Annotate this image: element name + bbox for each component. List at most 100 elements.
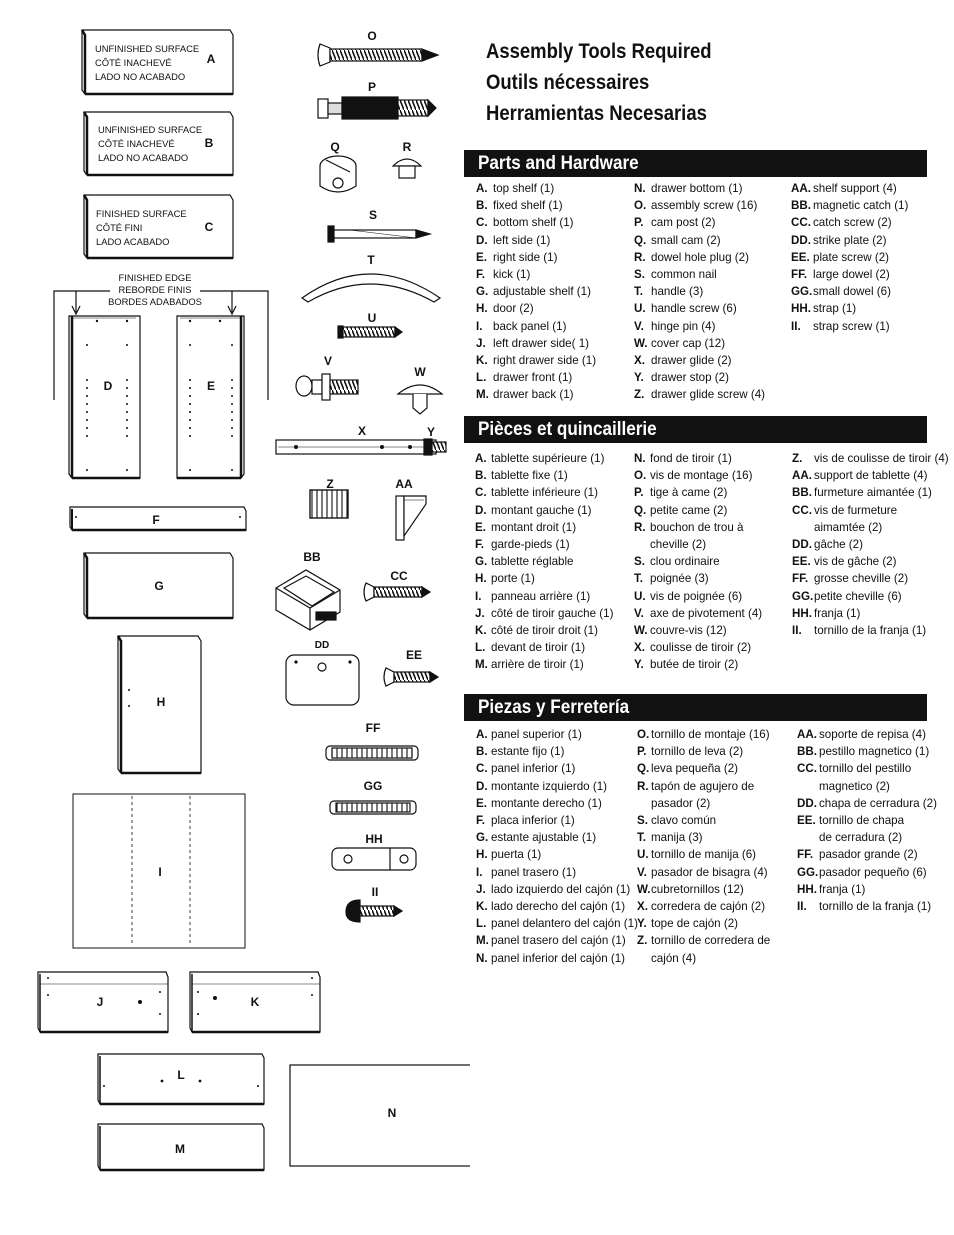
item-description: drawer glide (2) [651,354,732,368]
list-item: L.panel delantero del cajón (1) [476,915,638,932]
item-description: tablette inférieure (1) [491,486,598,500]
item-description: handle (3) [651,285,704,299]
shelf-support-aa-icon [395,495,427,541]
list-item: K.right drawer side (1) [476,352,596,369]
list-item: G.tablette réglable [475,553,613,570]
strap-screw-ii-icon [345,899,404,923]
list-item: DD.strike plate (2) [791,232,908,249]
list-item: N.fond de tiroir (1) [634,450,762,467]
item-description: tornillo de corredera de [651,934,771,948]
item-key: W. [634,624,648,638]
finished-edge-line-1: FINISHED EDGE [119,272,192,283]
list-item: Y.drawer stop (2) [634,369,765,386]
item-key: J. [476,336,486,350]
item-description: right drawer side (1) [493,354,597,368]
list-item: CC.catch screw (2) [791,214,908,231]
list-item: C.panel inferior (1) [476,760,638,777]
label-v: V [324,354,332,368]
item-description: drawer bottom (1) [651,182,743,195]
item-key: EE. [797,814,816,828]
item-key: Z. [634,388,645,402]
item-key: Z. [792,452,803,465]
item-description: porte (1) [491,572,535,586]
item-description: soporte de repisa (4) [819,728,926,741]
item-key: V. [634,606,644,620]
item-description: aimamtée (2) [814,520,883,534]
item-description: pestillo magnetico (1) [819,745,930,759]
panel-b-line-2: CÔTÉ INACHEVÉ [98,138,175,149]
list-item: AA.shelf support (4) [791,180,908,197]
item-key: FF. [797,848,814,862]
item-description: côté de tiroir gauche (1) [491,606,614,620]
item-key: O. [634,469,647,483]
list-item: N.panel inferior del cajón (1) [476,950,638,967]
item-key: AA. [791,182,811,195]
item-key: K. [476,900,488,914]
drawer-stop-y-icon [423,438,447,456]
list-item: M.drawer back (1) [476,386,596,403]
list-item: pasador (2) [637,795,770,812]
item-description: tornillo del pestillo [819,762,912,776]
item-key: O. [634,199,647,213]
list-item: T.handle (3) [634,283,765,300]
item-description: arrière de tiroir (1) [491,658,584,672]
kick-f [69,506,247,532]
item-description: puerta (1) [491,848,542,862]
drawer-bottom-n [289,1064,470,1167]
list-item: U.vis de poignée (6) [634,588,762,605]
finished-edge-line-2: REBORDE FINIS [119,284,192,295]
item-description: estante fijo (1) [491,745,565,759]
list-item: A.top shelf (1) [476,180,596,197]
item-description: fixed shelf (1) [493,199,563,213]
list-item: A.tablette supérieure (1) [475,450,613,467]
item-description: small dowel (6) [813,285,891,299]
label-ff: FF [366,721,381,735]
list-item: aimamtée (2) [792,519,949,536]
label-y: Y [427,425,435,439]
item-description: de cerradura (2) [819,831,903,845]
small-dowel-gg-icon [329,800,417,815]
list-item: II.tornillo de la franja (1) [797,898,937,915]
label-u: U [368,311,377,325]
label-w: W [414,365,426,379]
item-key: O. [637,728,650,741]
item-key: T. [637,831,647,845]
item-description: panneau arrière (1) [491,589,591,603]
item-description: plate screw (2) [813,250,890,264]
label-ii: II [372,885,379,899]
item-description: pasador pequeño (6) [819,865,927,879]
list-item: R.bouchon de trou à [634,519,762,536]
spanish-column-1: A.panel superior (1)B.estante fijo (1)C.… [476,726,638,967]
list-item: H.porte (1) [475,570,613,587]
item-key: R. [637,779,649,793]
list-item: Q.small cam (2) [634,232,765,249]
item-key: D. [475,503,487,517]
list-item: B.estante fijo (1) [476,743,638,760]
item-key: W. [637,882,651,896]
list-item: J.côté de tiroir gauche (1) [475,605,613,622]
list-item: M.panel trasero del cajón (1) [476,932,638,949]
list-item: Z.drawer glide screw (4) [634,386,765,403]
item-description: poignée (3) [650,572,709,586]
panel-b-line-1: UNFINISHED SURFACE [98,124,202,135]
item-key: EE. [791,250,810,264]
item-description: fond de tiroir (1) [650,452,732,465]
list-item: CC.vis de furmeture [792,502,949,519]
item-key: Y. [637,917,647,931]
list-item: AA.support de tablette (4) [792,467,949,484]
list-item: I.panel trasero (1) [476,864,638,881]
english-column-3: AA.shelf support (4)BB.magnetic catch (1… [791,180,908,335]
item-description: vis de montage (16) [650,469,753,483]
list-item: Y.butée de tiroir (2) [634,656,762,673]
label-e: E [207,379,215,393]
panel-a-line-2: CÔTÉ INACHEVÉ [95,57,172,68]
item-description: top shelf (1) [493,182,555,195]
item-key: R. [634,250,646,264]
list-item: B.tablette fixe (1) [475,467,613,484]
list-item: AA.soporte de repisa (4) [797,726,937,743]
item-description: pasador de bisagra (4) [651,865,768,879]
back-panel-i [72,793,246,949]
item-description: support de tablette (4) [814,469,928,483]
item-description: tornillo de manija (6) [651,848,757,862]
list-item: I.panneau arrière (1) [475,588,613,605]
